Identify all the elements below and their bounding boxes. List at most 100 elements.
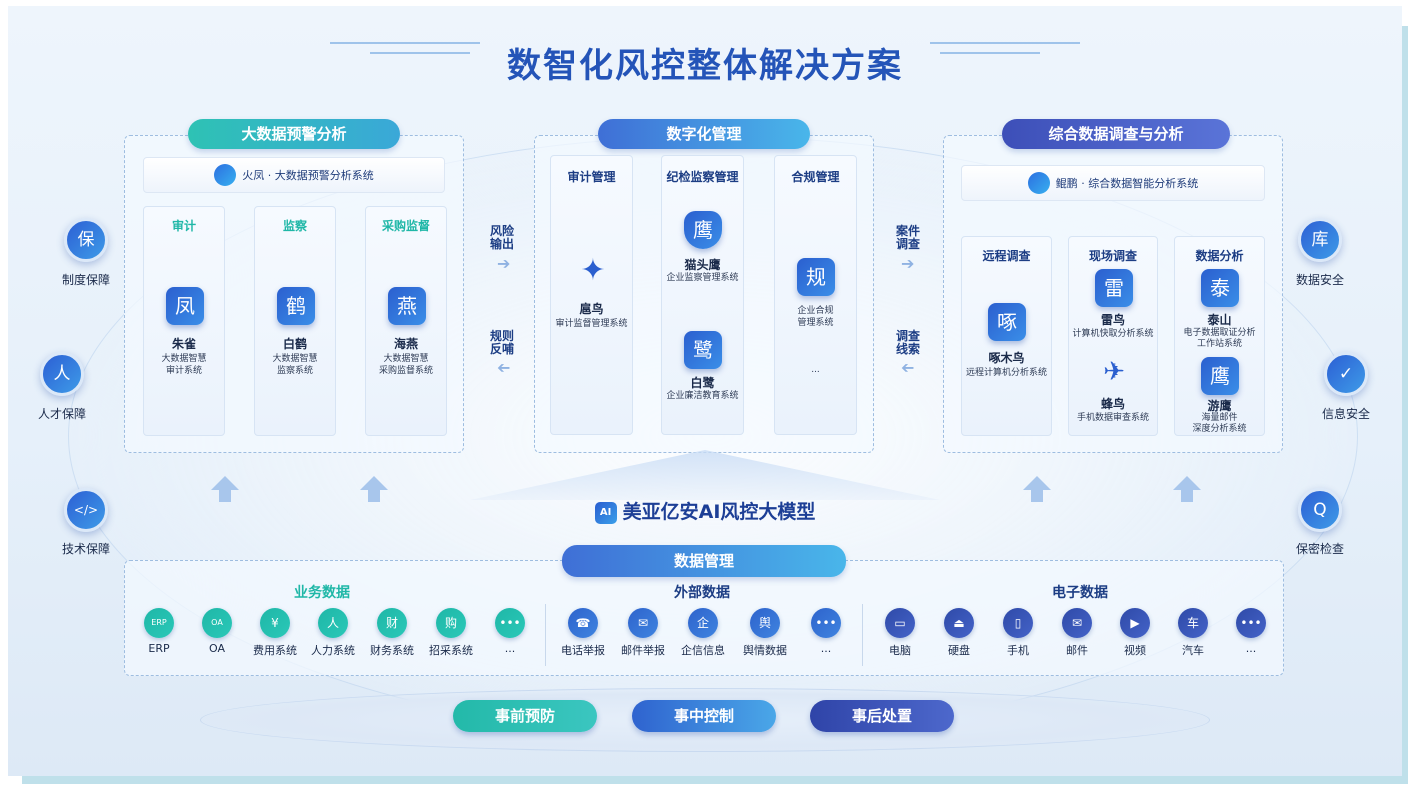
hummingbird-app-icon: ✈ [1103,357,1125,387]
shield-icon: 保 [64,218,108,262]
youying-desc-2: 深度分析系统 [1192,424,1247,434]
taishan-app-icon: 泰 [1201,269,1239,307]
procurement-label: 招采系统 [429,644,473,657]
hu-bird-name: 扈鸟 [579,302,604,316]
kunpeng-logo-icon [1027,172,1050,194]
mid-col-discipline-title: 纪检监察管理 [666,170,739,184]
arrow-right-icon: ➔ [901,254,915,273]
erp-label: ERP [148,642,170,655]
electronic-more-label: ... [1245,642,1257,655]
taishan-desc-1: 电子数据取证分析 [1183,328,1256,338]
person-icon: 人 [40,352,84,396]
more-icon: ••• [1236,608,1266,638]
thunderbird-desc: 计算机快取分析系统 [1072,329,1154,339]
zhuque-name: 朱雀 [171,337,196,351]
rule-feedback-line2: 反哺 [489,342,514,356]
woodpecker-desc: 远程计算机分析系统 [965,368,1047,378]
company-info-label: 企信信息 [681,644,725,657]
oa-label: OA [209,642,225,655]
youying-desc-1: 海量邮件 [1201,413,1238,423]
cart-icon: 购 [436,608,466,638]
email-icon: ✉ [1062,608,1092,638]
baihe-name: 白鹤 [282,337,307,351]
expense-label: 费用系统 [253,644,297,657]
database-lock-icon: 库 [1298,218,1342,262]
oa-icon: OA [202,608,232,638]
baihe-desc-1: 大数据智慧 [272,354,318,364]
kunpeng-system-bar: 鲲鹏 · 综合数据智能分析系统 [961,165,1265,201]
title-deco-right [930,42,1080,44]
zhuque-desc-1: 大数据智慧 [161,354,207,364]
cloud-check-icon: ✓ [1324,352,1368,396]
video-label: 视频 [1124,644,1146,657]
up-arrow-stem [1031,490,1043,502]
hu-bird-icon: ✦ [580,253,606,288]
right-col-onsite: 现场调查 雷 雷鸟 计算机快取分析系统 ✈ 蜂鸟 手机数据审查系统 [1068,236,1158,436]
survey-clue-line2: 线索 [895,342,920,356]
up-arrow-stem [219,490,231,502]
right-col-onsite-title: 现场调查 [1088,249,1137,263]
car-label: 汽车 [1182,644,1204,657]
harddisk-label: 硬盘 [948,644,970,657]
side-left-label-2: 人才保障 [37,407,86,421]
left-col-supervision-title: 监察 [282,219,307,233]
frame-shadow-bottom [22,776,1408,784]
expense-icon: ¥ [260,608,290,638]
hr-label: 人力系统 [311,644,355,657]
up-arrow-icon [211,476,239,490]
data-divider-1 [545,604,546,666]
compliance-ellipsis: ... [811,365,820,375]
middle-panel-header: 数字化管理 [598,119,810,149]
title-deco-left-2 [370,52,470,54]
right-col-analysis-title: 数据分析 [1195,249,1244,263]
finance-label: 财务系统 [370,644,414,657]
up-arrow-icon [360,476,388,490]
owl-app-icon: 鹰 [684,211,722,249]
business-data-title: 业务数据 [294,585,350,601]
haiyan-desc-1: 大数据智慧 [383,354,429,364]
phone-report-label: 电话举报 [561,644,605,657]
woodpecker-app-icon: 啄 [988,303,1026,341]
risk-output-label: 风险 输出 [488,225,516,251]
computer-icon: ▭ [885,608,915,638]
right-col-analysis: 数据分析 泰 泰山 电子数据取证分析 工作站系统 鹰 游鹰 海量邮件 深度分析系… [1174,236,1265,436]
wallet-icon: 财 [377,608,407,638]
public-opinion-label: 舆情数据 [743,644,787,657]
left-panel-header: 大数据预警分析 [188,119,400,149]
side-right-label-3: 保密检查 [1295,542,1344,556]
frame-shadow-right [1402,26,1408,784]
haiyan-app-icon: 燕 [388,287,426,325]
business-more-label: ... [504,642,516,655]
up-arrow-icon [1023,476,1051,490]
haiyan-desc-2: 采购监督系统 [378,366,433,376]
mid-col-compliance-title: 合规管理 [791,170,840,184]
right-col-remote-title: 远程调查 [982,249,1031,263]
survey-clue-line1: 调查 [895,329,920,343]
case-survey-line2: 调查 [895,237,920,251]
page-title: 数智化风控整体解决方案 [507,46,903,86]
baihe-app-icon: 鹤 [277,287,315,325]
taishan-name: 泰山 [1207,313,1232,327]
in-process-control-pill: 事中控制 [632,700,776,732]
building-icon: 企 [688,608,718,638]
side-left-label-3: 技术保障 [61,542,110,556]
more-icon: ••• [495,608,525,638]
mobile-label: 手机 [1007,644,1029,657]
huofeng-logo-icon [214,164,237,186]
baihe-desc-2: 监察系统 [276,366,313,376]
survey-clue-label: 调查 线索 [894,330,922,356]
huofeng-system-bar: 火凤 · 大数据预警分析系统 [143,157,445,193]
youying-app-icon: 鹰 [1201,357,1239,395]
zhuque-app-icon: 凤 [166,287,204,325]
car-icon: 车 [1178,608,1208,638]
hr-icon: 人 [318,608,348,638]
title-deco-left [330,42,480,44]
up-arrow-icon [1173,476,1201,490]
hu-bird-desc: 审计监督管理系统 [555,319,628,329]
email-label: 邮件 [1066,644,1088,657]
mail-icon: ✉ [628,608,658,638]
hummingbird-desc: 手机数据审查系统 [1076,413,1149,423]
up-arrow-stem [1181,490,1193,502]
zhuque-desc-2: 审计系统 [165,366,202,376]
owl-desc: 企业监察管理系统 [666,273,739,283]
